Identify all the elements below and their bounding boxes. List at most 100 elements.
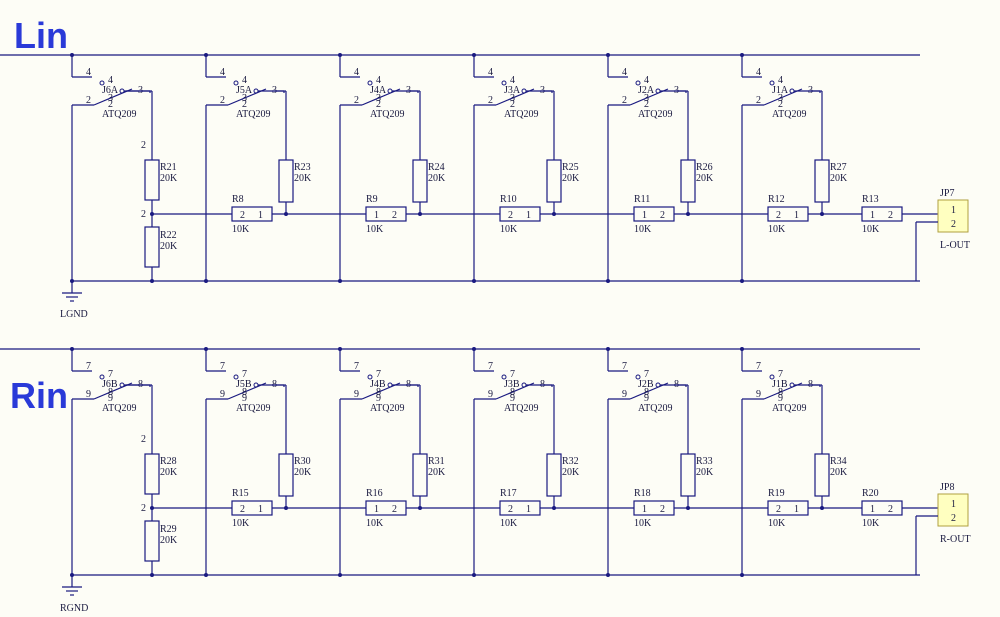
pin-label: 2	[354, 95, 359, 106]
junction-dot	[418, 212, 422, 216]
relay-type-label: ATQ209	[638, 109, 672, 120]
resistor-value: 10K	[500, 224, 518, 235]
pin-label: 7	[220, 361, 225, 372]
resistor-designator: R15	[232, 488, 249, 499]
relay-contact	[769, 374, 775, 380]
relay-designator: J5B	[236, 379, 252, 390]
junction-dot	[204, 279, 208, 283]
resistor-designator: R24	[428, 162, 445, 173]
relay-switch-arm	[629, 88, 669, 106]
junction-dot	[606, 573, 610, 577]
relay-contact	[501, 374, 507, 380]
pin-label: 8	[242, 387, 247, 398]
pin-label: 9	[488, 389, 493, 400]
pin-label: 2	[240, 504, 245, 515]
resistor-body	[278, 453, 294, 497]
resistor-value: 20K	[562, 467, 580, 478]
pin-label: 8	[108, 387, 113, 398]
junction-dot	[606, 53, 610, 57]
relay-designator: J6A	[102, 85, 119, 96]
resistor-designator: R27	[830, 162, 847, 173]
resistor-value: 10K	[500, 518, 518, 529]
junction-dot	[204, 347, 208, 351]
relay-designator: J3B	[504, 379, 520, 390]
pin-label: 9	[644, 393, 649, 404]
relay-type-label: ATQ209	[236, 109, 270, 120]
relay-switch-arm	[227, 88, 267, 106]
pin-label: 4	[242, 75, 247, 86]
relay-switch-arm	[763, 88, 803, 106]
connector-body	[937, 199, 969, 233]
pin-label: 8	[510, 387, 515, 398]
pin-label: 2	[888, 210, 893, 221]
pin-label: 1	[374, 210, 379, 221]
resistor-body	[633, 500, 675, 516]
pin-label: 7	[778, 369, 783, 380]
resistor-designator: R32	[562, 456, 579, 467]
junction-dot	[472, 53, 476, 57]
resistor-body	[814, 159, 830, 203]
pin-label: 2	[141, 503, 146, 514]
resistor-value: 20K	[160, 535, 178, 546]
pin-label: 2	[240, 210, 245, 221]
pin-label: 4	[488, 67, 493, 78]
resistor-value: 10K	[366, 224, 384, 235]
pin-label: 2	[510, 99, 515, 110]
relay-designator: J2A	[638, 85, 655, 96]
pin-label: 7	[242, 369, 247, 380]
resistor-designator: R29	[160, 524, 177, 535]
pin-label: 3	[376, 93, 381, 104]
pin-label: 2	[776, 504, 781, 515]
pin-label: 1	[870, 210, 875, 221]
relay-type-label: ATQ209	[102, 109, 136, 120]
ground-label-left: LGND	[60, 309, 88, 320]
resistor-body	[546, 159, 562, 203]
resistor-designator: R16	[366, 488, 383, 499]
junction-dot	[284, 212, 288, 216]
pin-label: 8	[778, 387, 783, 398]
relay-designator: J2B	[638, 379, 654, 390]
resistor-designator: R19	[768, 488, 785, 499]
resistor-body	[633, 206, 675, 222]
junction-dot	[70, 53, 74, 57]
resistor-body	[499, 500, 541, 516]
resistor-value: 10K	[768, 224, 786, 235]
junction-dot	[606, 347, 610, 351]
resistor-body	[365, 500, 407, 516]
resistor-value: 20K	[160, 467, 178, 478]
pin-label: 1	[642, 210, 647, 221]
pin-label: 2	[376, 99, 381, 110]
junction-dot	[150, 573, 154, 577]
junction-dot	[418, 506, 422, 510]
output-label: L-OUT	[940, 240, 970, 251]
relay-switch-arm	[361, 88, 401, 106]
pin-label: 2	[488, 95, 493, 106]
resistor-body	[680, 453, 696, 497]
pin-label: 9	[86, 389, 91, 400]
pin-label: 9	[376, 393, 381, 404]
pin-label: 2	[951, 513, 956, 524]
pin-label: 7	[108, 369, 113, 380]
pin-label: 2	[660, 210, 665, 221]
relay-designator: J1B	[772, 379, 788, 390]
relay-contact	[233, 80, 239, 86]
relay-switch-arm	[763, 382, 803, 400]
junction-dot	[552, 212, 556, 216]
pin-label: 4	[108, 75, 113, 86]
pin-label: 7	[644, 369, 649, 380]
connector-designator: JP8	[940, 482, 954, 493]
relay-designator: J4B	[370, 379, 386, 390]
relay-type-label: ATQ209	[504, 403, 538, 414]
resistor-body	[278, 159, 294, 203]
pin-label: 2	[756, 95, 761, 106]
resistor-body	[144, 453, 160, 495]
junction-dot	[606, 279, 610, 283]
resistor-body	[231, 500, 273, 516]
pin-label: 9	[108, 393, 113, 404]
relay-contact	[501, 80, 507, 86]
pin-label: 2	[951, 219, 956, 230]
resistor-value: 10K	[366, 518, 384, 529]
relay-type-label: ATQ209	[370, 403, 404, 414]
